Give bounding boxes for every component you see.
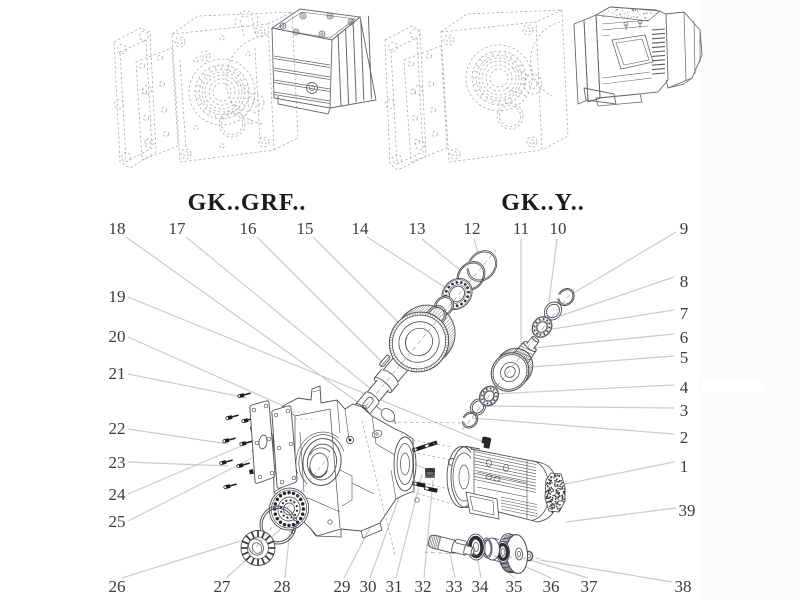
svg-text:29: 29	[334, 577, 351, 596]
svg-text:3: 3	[680, 401, 689, 420]
svg-text:2: 2	[680, 428, 689, 447]
svg-text:5: 5	[680, 348, 689, 367]
svg-text:19: 19	[109, 287, 126, 306]
svg-text:30: 30	[360, 577, 377, 596]
svg-text:8: 8	[680, 272, 689, 291]
svg-text:23: 23	[109, 453, 126, 472]
svg-text:39: 39	[679, 501, 696, 520]
svg-text:37: 37	[581, 577, 599, 596]
svg-text:35: 35	[506, 577, 523, 596]
svg-text:36: 36	[543, 577, 560, 596]
svg-text:25: 25	[109, 512, 126, 531]
svg-text:9: 9	[680, 219, 689, 238]
svg-text:28: 28	[274, 577, 291, 596]
svg-text:1: 1	[680, 457, 689, 476]
svg-text:14: 14	[352, 219, 370, 238]
svg-text:GK..GRF..: GK..GRF..	[188, 190, 307, 216]
svg-text:6: 6	[680, 328, 689, 347]
svg-text:16: 16	[240, 219, 257, 238]
svg-text:24: 24	[109, 485, 127, 504]
svg-text:27: 27	[214, 577, 232, 596]
svg-text:18: 18	[109, 219, 126, 238]
svg-text:11: 11	[513, 219, 529, 238]
svg-text:4: 4	[680, 378, 689, 397]
svg-text:12: 12	[464, 219, 481, 238]
svg-text:38: 38	[675, 577, 692, 596]
svg-text:32: 32	[415, 577, 432, 596]
svg-text:20: 20	[109, 327, 126, 346]
svg-text:22: 22	[109, 419, 126, 438]
svg-text:31: 31	[386, 577, 403, 596]
svg-text:10: 10	[550, 219, 567, 238]
svg-text:26: 26	[109, 577, 126, 596]
svg-text:34: 34	[472, 577, 490, 596]
svg-text:GK..Y..: GK..Y..	[501, 190, 584, 216]
svg-text:33: 33	[446, 577, 463, 596]
svg-text:15: 15	[297, 219, 314, 238]
svg-text:21: 21	[109, 364, 126, 383]
svg-text:13: 13	[409, 219, 426, 238]
svg-text:17: 17	[169, 219, 187, 238]
svg-text:7: 7	[680, 304, 689, 323]
